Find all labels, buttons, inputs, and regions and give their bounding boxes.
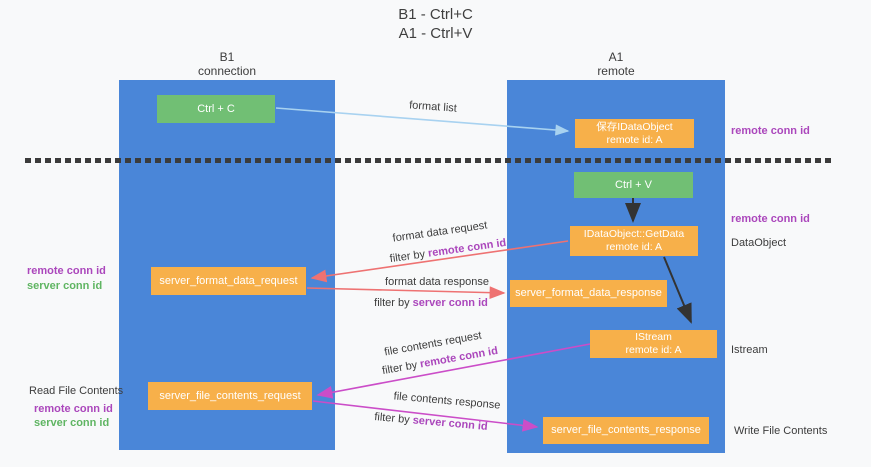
server-conn-id-key: server conn id xyxy=(412,414,489,433)
filter-by-text: filter by xyxy=(373,411,414,427)
ctrl-c-label: Ctrl + C xyxy=(197,102,235,115)
idataobject-getdata-node: IDataObject::GetData remote id: A xyxy=(570,226,698,256)
left-remote-conn-id-label: remote conn id xyxy=(27,265,106,277)
left-server-conn-id-label: server conn id xyxy=(27,280,103,292)
format-data-response-arrow xyxy=(306,286,506,300)
file-contents-response-label: file contents response xyxy=(393,390,501,412)
lane-a1-role: remote xyxy=(597,64,635,78)
idataobject-getdata-line2: remote id: A xyxy=(605,241,663,253)
dataobject-label: DataObject xyxy=(731,237,787,249)
server-file-contents-response-node: server_file_contents_response xyxy=(543,417,709,444)
server-format-data-request-node: server_format_data_request xyxy=(151,267,306,295)
lane-header-a1: A1 remote xyxy=(507,50,725,78)
server-format-data-response-label: server_format_data_response xyxy=(515,287,662,299)
istream-line1: IStream xyxy=(635,331,672,343)
left-server-conn-id-label-2: server conn id xyxy=(34,417,110,429)
remote-conn-id-key: remote conn id xyxy=(427,236,507,260)
lane-b1-role: connection xyxy=(197,64,257,78)
server-conn-id-key: server conn id xyxy=(412,297,488,309)
server-file-contents-request-node: server_file_contents_request xyxy=(148,382,312,410)
write-file-contents-label: Write File Contents xyxy=(734,425,828,437)
title-line-2: A1 - Ctrl+V xyxy=(398,25,473,42)
idataobject-getdata-line1: IDataObject::GetData xyxy=(583,228,685,240)
lane-header-b1: B1 connection xyxy=(119,50,335,78)
save-idataobject-line1: 保存IDataObject xyxy=(596,120,673,133)
save-idataobject-node: 保存IDataObject remote id: A xyxy=(575,119,694,148)
istream-node: IStream remote id: A xyxy=(590,330,717,358)
right-remote-conn-id-mid-label: remote conn id xyxy=(731,213,810,225)
copy-paste-divider-dashed-line xyxy=(25,158,833,163)
ctrl-c-node: Ctrl + C xyxy=(157,95,275,123)
save-idataobject-line2: remote id: A xyxy=(606,133,663,146)
server-format-data-request-label: server_format_data_request xyxy=(159,274,298,287)
lane-a1-name: A1 xyxy=(608,50,624,64)
format-list-label: format list xyxy=(408,99,458,115)
diagram-title: B1 - Ctrl+C A1 - Ctrl+V xyxy=(0,5,871,43)
istream-line2: remote id: A xyxy=(625,344,682,356)
server-file-contents-request-label: server_file_contents_request xyxy=(159,389,301,402)
filter-by-text: filter by xyxy=(374,297,413,309)
ctrl-v-label: Ctrl + V xyxy=(615,178,652,191)
read-file-contents-label: Read File Contents xyxy=(29,385,124,397)
right-remote-conn-id-top-label: remote conn id xyxy=(731,125,810,137)
title-line-1: B1 - Ctrl+C xyxy=(398,6,473,23)
filter-by-text: filter by xyxy=(381,358,422,378)
filter-by-text: filter by xyxy=(389,247,429,266)
server-format-data-response-node: server_format_data_response xyxy=(510,280,667,307)
lane-b1-name: B1 xyxy=(219,50,235,64)
file-contents-response-filter: filter by server conn id xyxy=(374,411,488,433)
format-data-response-label: format data response xyxy=(385,276,489,288)
left-remote-conn-id-label-2: remote conn id xyxy=(34,403,113,415)
format-data-response-filter: filter by server conn id xyxy=(374,297,488,309)
istream-side-label: Istream xyxy=(731,344,768,356)
ctrl-v-node: Ctrl + V xyxy=(574,172,693,198)
server-file-contents-response-label: server_file_contents_response xyxy=(551,424,701,436)
